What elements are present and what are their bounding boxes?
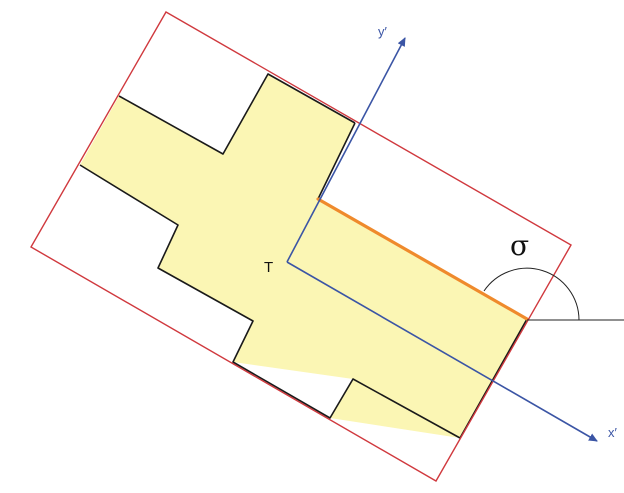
y-prime-axis-label: y′ <box>378 24 388 39</box>
angle-sigma-label: σ <box>510 229 529 262</box>
highlighted-edge <box>316 197 529 321</box>
y-prime-axis <box>286 37 406 263</box>
x-prime-axis <box>286 261 598 442</box>
x-prime-axis-label: x′ <box>608 425 618 440</box>
angle-arc <box>483 267 580 321</box>
section-shape <box>80 74 527 438</box>
centroid-label: T <box>264 259 273 276</box>
bounding-rectangle <box>30 11 572 482</box>
